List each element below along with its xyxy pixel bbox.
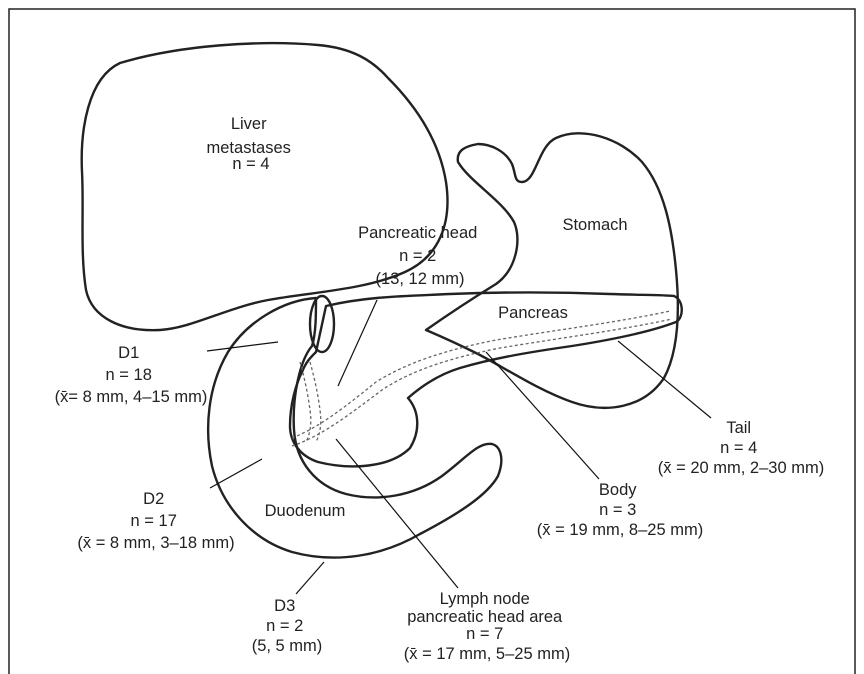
common-bile-duct (310, 362, 321, 442)
pancreatic-head-leader (338, 300, 377, 386)
liver-label: Liver metastases n = 4 (207, 115, 296, 173)
d2-leader (210, 459, 262, 488)
duodenum-outline (208, 298, 501, 558)
pancreatic-head-label: Pancreatic head n = 2 (13, 12 mm) (358, 224, 482, 288)
d1-leader (207, 342, 278, 351)
pancreas-outline (290, 293, 682, 467)
lymph-node-leader (336, 439, 458, 588)
d3-leader (296, 562, 324, 594)
tail-label: Tail n = 4 (x̄ = 20 mm, 2–30 mm) (658, 419, 824, 477)
body-leader (486, 352, 599, 479)
duodenum-label: Duodenum (265, 502, 346, 520)
lymph-node-label: Lymph node pancreatic head area n = 7 (x… (404, 590, 570, 663)
pancreas-label: Pancreas (498, 304, 568, 322)
d2-label: D2 n = 17 (x̄ = 8 mm, 3–18 mm) (77, 490, 234, 552)
tail-leader (618, 341, 711, 418)
d3-label: D3 n = 2 (5, 5 mm) (252, 597, 323, 655)
figure-frame (9, 9, 855, 674)
stomach-label: Stomach (562, 216, 627, 234)
body-label: Body n = 3 (x̄ = 19 mm, 8–25 mm) (537, 481, 703, 539)
d1-label: D1 n = 18 (x̄= 8 mm, 4–15 mm) (55, 344, 208, 406)
